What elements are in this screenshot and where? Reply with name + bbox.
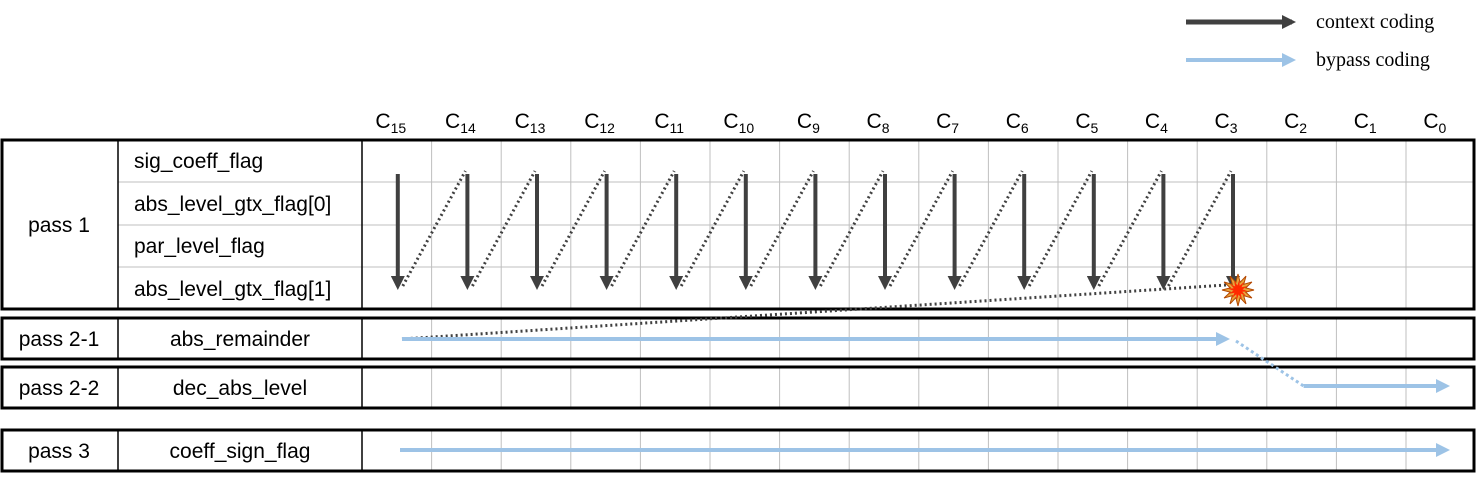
column-header-c0: C0 (1423, 110, 1446, 136)
collision-burst-core (1228, 280, 1248, 300)
column-header-c3: C3 (1215, 110, 1238, 136)
row-coeff-sign-flag: coeff_sign_flag (170, 440, 311, 463)
column-header-c5: C5 (1075, 110, 1098, 136)
legend-item-context: context coding (1186, 11, 1434, 33)
column-header-c1: C1 (1354, 110, 1377, 136)
legend: context coding bypass coding (1186, 11, 1434, 71)
row-sig-coeff-flag: sig_coeff_flag (134, 150, 263, 173)
pass-2-2-label: pass 2-2 (19, 377, 100, 400)
column-header-c9: C9 (797, 110, 820, 136)
pass-1-label: pass 1 (28, 214, 90, 237)
bypass-dotted-link (1235, 339, 1305, 388)
pass-3-label: pass 3 (28, 440, 90, 463)
row-abs-level-gtx-flag-0: abs_level_gtx_flag[0] (134, 193, 331, 216)
syntax-element-labels: sig_coeff_flag abs_level_gtx_flag[0] par… (134, 150, 331, 463)
row-abs-level-gtx-flag-1: abs_level_gtx_flag[1] (134, 278, 331, 301)
column-header-c11: C11 (654, 110, 684, 136)
column-headers: C15 C14 C13 C12 C11 C10 C9 C8 C7 C6 C5 C4 C3 C2 C1 C0 (375, 110, 1446, 136)
dotted-return-c7 (888, 170, 954, 287)
column-header-c6: C6 (1006, 110, 1029, 136)
dotted-return-c6 (958, 170, 1024, 287)
column-header-c14: C14 (445, 110, 476, 136)
row-abs-remainder: abs_remainder (170, 328, 310, 351)
column-header-c2: C2 (1284, 110, 1307, 136)
column-header-c12: C12 (584, 110, 615, 136)
dotted-return-c4 (1097, 170, 1163, 287)
dotted-return-c10 (679, 170, 746, 287)
legend-context-label: context coding (1316, 11, 1434, 33)
pass-table (0, 138, 1476, 473)
pass-1-block (0, 138, 1476, 311)
dotted-return-c11 (610, 170, 676, 287)
column-header-c13: C13 (515, 110, 546, 136)
column-header-c8: C8 (867, 110, 890, 136)
row-par-level-flag: par_level_flag (134, 235, 265, 258)
dotted-return-c5 (1027, 170, 1094, 287)
legend-bypass-label: bypass coding (1316, 49, 1430, 71)
legend-item-bypass: bypass coding (1186, 49, 1430, 71)
dotted-return-c14 (401, 170, 467, 287)
dotted-return-c8 (819, 170, 885, 287)
dotted-return-c13 (471, 170, 537, 287)
dotted-return-c3 (1167, 170, 1233, 287)
dotted-return-c12 (540, 170, 606, 287)
block-border (0, 365, 1476, 410)
column-header-c7: C7 (936, 110, 959, 136)
block-border (0, 428, 1476, 473)
block-border (0, 138, 1476, 311)
column-header-c15: C15 (375, 110, 406, 136)
pass-labels: pass 1 pass 2-1 pass 2-2 pass 3 (19, 214, 100, 463)
column-header-c10: C10 (723, 110, 754, 136)
column-header-c4: C4 (1145, 110, 1168, 136)
row-dec-abs-level: dec_abs_level (173, 377, 307, 400)
coding-arrows (390, 170, 1450, 457)
dotted-return-c9 (749, 170, 815, 287)
dotted-to-pass-2-1 (401, 283, 1227, 341)
pass-2-1-label: pass 2-1 (19, 328, 100, 351)
block-border (0, 316, 1476, 361)
